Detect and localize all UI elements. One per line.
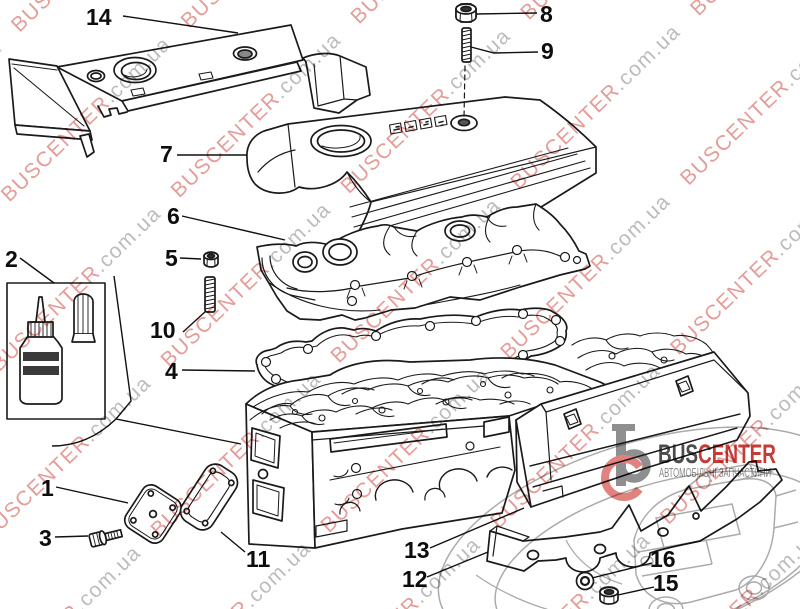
svg-text:12: 12: [402, 566, 428, 592]
svg-text:16: 16: [650, 546, 676, 572]
svg-text:14: 14: [86, 4, 112, 30]
svg-text:5: 5: [165, 245, 178, 271]
svg-text:13: 13: [404, 537, 430, 563]
svg-text:8: 8: [540, 1, 553, 27]
svg-text:10: 10: [150, 317, 176, 343]
svg-text:4: 4: [165, 358, 178, 384]
svg-text:9: 9: [541, 38, 554, 64]
svg-text:2: 2: [5, 246, 18, 272]
svg-text:6: 6: [167, 203, 180, 229]
svg-text:3: 3: [39, 525, 52, 551]
svg-text:15: 15: [653, 570, 679, 596]
svg-text:7: 7: [160, 141, 173, 167]
svg-text:11: 11: [246, 546, 271, 572]
svg-text:АВТОМОБІЛЬНІ ЗАПЧАСТИНИ: АВТОМОБІЛЬНІ ЗАПЧАСТИНИ: [659, 466, 771, 480]
svg-text:BUSCENTER: BUSCENTER: [658, 439, 776, 469]
svg-text:1: 1: [41, 475, 54, 501]
